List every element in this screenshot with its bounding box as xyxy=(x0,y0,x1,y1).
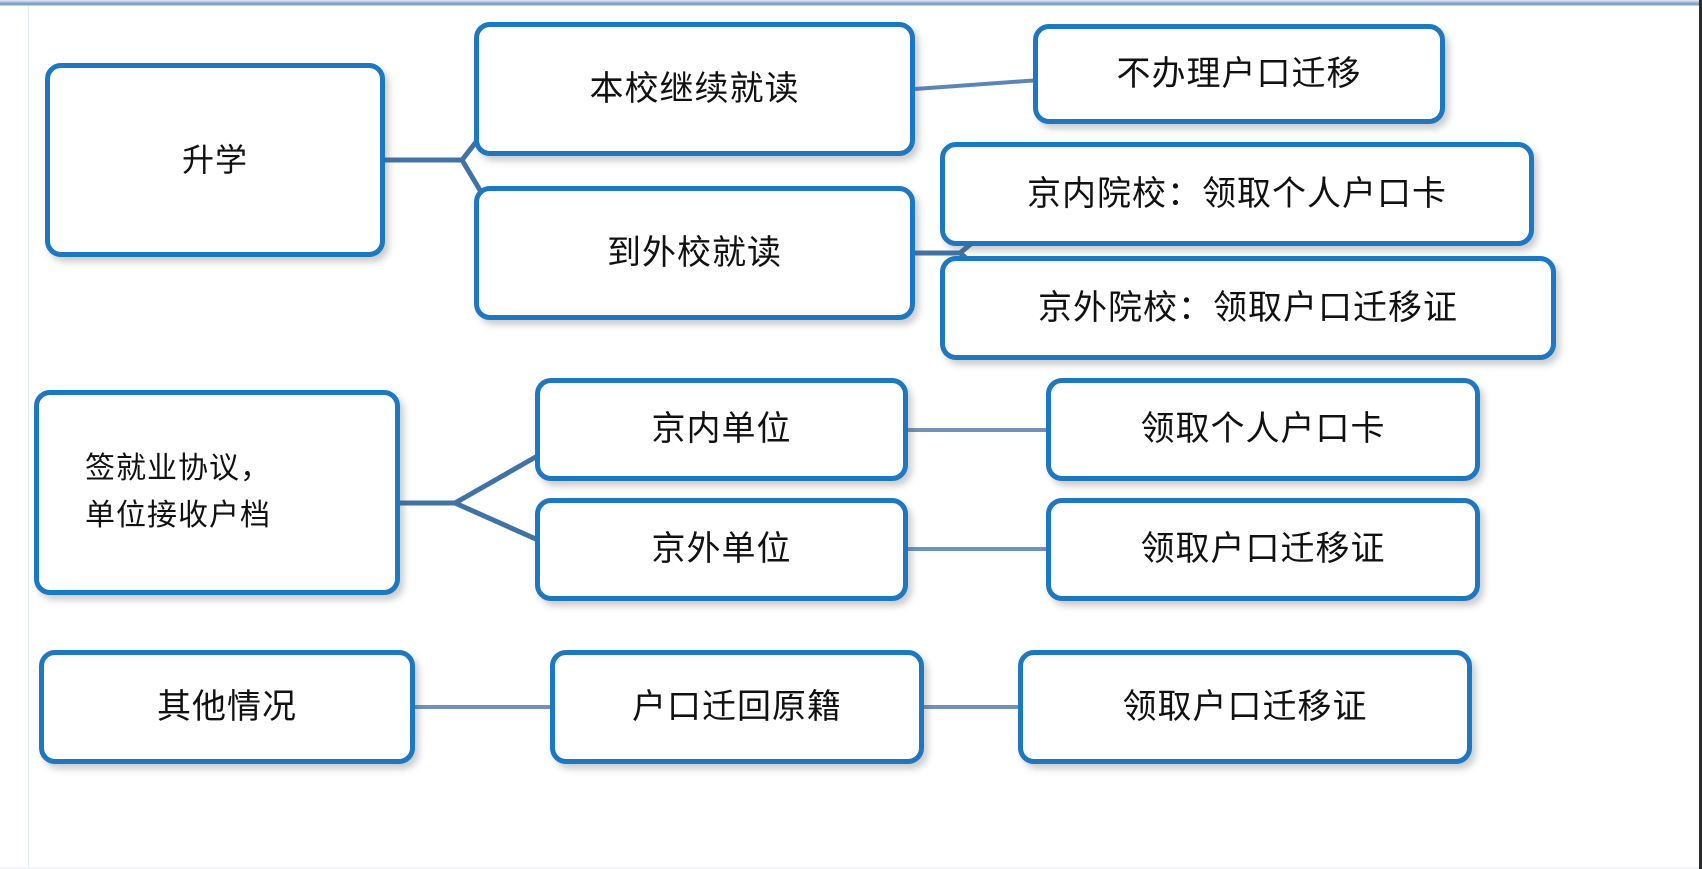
node-in-beijing-school[interactable]: 京内院校：领取个人户口卡 xyxy=(940,142,1534,246)
node-in-beijing-employer[interactable]: 京内单位 xyxy=(535,378,908,481)
node-out-beijing-school-label: 京外院校：领取户口迁移证 xyxy=(1038,287,1458,328)
node-employment-agreement-label: 签就业协议， 单位接收户档 xyxy=(39,446,395,539)
node-other-case-label: 其他情况 xyxy=(157,686,297,727)
node-get-hukou-transfer-cert-label: 领取户口迁移证 xyxy=(1140,529,1386,570)
node-get-hukou-transfer-cert[interactable]: 领取户口迁移证 xyxy=(1046,498,1480,601)
node-employment-agreement-line2: 单位接收户档 xyxy=(85,497,271,533)
node-stay-same-school[interactable]: 本校继续就读 xyxy=(474,22,915,156)
node-no-transfer[interactable]: 不办理户口迁移 xyxy=(1033,24,1445,124)
node-stay-same-school-label: 本校继续就读 xyxy=(589,68,800,109)
node-in-beijing-school-label: 京内院校：领取个人户口卡 xyxy=(1027,173,1447,214)
node-further-study-label: 升学 xyxy=(181,140,248,179)
node-get-personal-hukou-card[interactable]: 领取个人户口卡 xyxy=(1046,378,1480,481)
node-other-case[interactable]: 其他情况 xyxy=(39,650,415,764)
bottom-divider-rule xyxy=(0,867,1699,869)
node-out-beijing-employer-label: 京外单位 xyxy=(651,529,792,570)
top-divider-rule xyxy=(0,0,1699,6)
node-out-beijing-school[interactable]: 京外院校：领取户口迁移证 xyxy=(940,256,1556,360)
node-out-beijing-employer[interactable]: 京外单位 xyxy=(535,498,908,601)
left-margin-rule xyxy=(28,6,29,869)
node-further-study[interactable]: 升学 xyxy=(45,63,385,257)
node-get-hukou-transfer-cert-2[interactable]: 领取户口迁移证 xyxy=(1018,650,1472,764)
node-other-school-label: 到外校就读 xyxy=(607,232,782,273)
node-hukou-back-home[interactable]: 户口迁回原籍 xyxy=(550,650,924,764)
node-other-school[interactable]: 到外校就读 xyxy=(474,186,915,320)
node-hukou-back-home-label: 户口迁回原籍 xyxy=(632,686,842,727)
node-get-hukou-transfer-cert-2-label: 领取户口迁移证 xyxy=(1122,686,1368,727)
node-no-transfer-label: 不办理户口迁移 xyxy=(1116,53,1362,94)
node-in-beijing-employer-label: 京内单位 xyxy=(651,409,792,450)
node-employment-agreement-line1: 签就业协议， xyxy=(85,451,271,486)
node-employment-agreement[interactable]: 签就业协议， 单位接收户档 xyxy=(34,390,400,595)
node-get-personal-hukou-card-label: 领取个人户口卡 xyxy=(1140,409,1386,450)
